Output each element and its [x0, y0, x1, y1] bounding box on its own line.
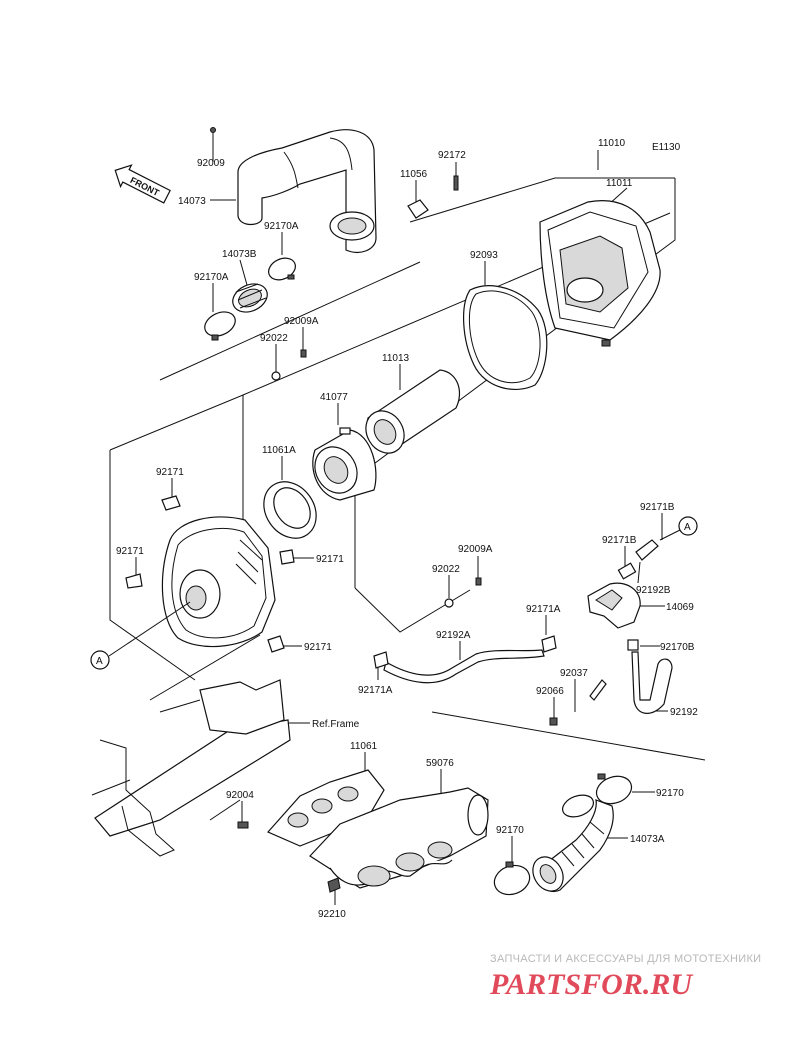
- label-92171-mid: 92171: [316, 554, 344, 565]
- coupler-14073b: [232, 283, 268, 313]
- label-14073b: 14073B: [222, 249, 257, 260]
- label-92172: 92172: [438, 150, 466, 161]
- part-labels: 11010 11011 92172 11056 92009 14073 9217…: [116, 138, 698, 920]
- watermark-brand: PARTSFOR.RU: [489, 968, 693, 1001]
- label-11010: 11010: [598, 138, 626, 149]
- bolt-92009: [210, 127, 216, 133]
- label-92170-lower: 92170: [496, 825, 524, 836]
- stud-92004: [237, 821, 249, 829]
- label-92170b: 92170B: [660, 642, 695, 653]
- bracket-11056: [407, 199, 429, 219]
- intake-duct-14073: [237, 129, 377, 253]
- clip-92171-mid: [279, 549, 295, 565]
- gasket-92093: [463, 285, 548, 390]
- seal-11061a: [263, 481, 317, 539]
- label-11061: 11061: [350, 741, 378, 752]
- air-cleaner-case-11011: [539, 200, 661, 347]
- filter-holder-41077: [312, 427, 377, 501]
- bolt-92172: [453, 175, 459, 191]
- washer-92022-lower: [444, 598, 454, 608]
- label-92192b: 92192B: [636, 585, 671, 596]
- clip-92170b: [627, 639, 639, 651]
- label-11013: 11013: [382, 353, 410, 364]
- front-arrow-icon: FRONT: [114, 164, 171, 204]
- clip-92171-bottom: [267, 635, 285, 653]
- label-92171b-right: 92171B: [640, 502, 675, 513]
- air-filter-11013: [365, 369, 461, 454]
- label-92171-bottom: 92171: [304, 642, 332, 653]
- bolt-92066: [549, 717, 558, 726]
- callout-a-left: [90, 650, 110, 670]
- breather-hose-92192b: [617, 539, 659, 580]
- label-14073: 14073: [178, 196, 206, 207]
- label-14069: 14069: [666, 602, 694, 613]
- clip-92171-left: [125, 573, 143, 589]
- watermark-brand-left: PARTS: [489, 968, 581, 1001]
- watermark-brand-mid: FOR: [580, 968, 643, 1001]
- air-cleaner-cover: [161, 516, 276, 648]
- label-11061a: 11061A: [262, 445, 296, 456]
- label-92066: 92066: [536, 686, 564, 697]
- label-59076: 59076: [426, 758, 454, 769]
- label-41077: 41077: [320, 392, 348, 403]
- frame-reference: [91, 679, 291, 857]
- hose-92192a: [383, 649, 545, 684]
- bolt-92009a-lower: [475, 577, 482, 586]
- washer-92022-upper: [271, 371, 281, 381]
- label-92171a-right: 92171A: [526, 604, 561, 615]
- watermark-brand-right: .RU: [643, 968, 694, 1001]
- label-92009a-lower: 92009A: [458, 544, 493, 555]
- label-92022-lower: 92022: [432, 564, 460, 575]
- label-92037: 92037: [560, 668, 588, 679]
- intake-manifold-59076: [309, 787, 489, 889]
- label-92093: 92093: [470, 250, 498, 261]
- nut-92210: [327, 877, 341, 893]
- pipe-92037: [589, 679, 607, 701]
- bolt-92009a-upper: [300, 349, 307, 358]
- clip-92171a-left: [373, 651, 389, 669]
- clamp-92170a-lower: [204, 311, 236, 341]
- label-92004: 92004: [226, 790, 254, 801]
- watermark: ЗАПЧАСТИ И АКСЕССУАРЫ ДЛЯ МОТОТЕХНИКИ PA…: [489, 953, 761, 1001]
- label-92022-upper: 92022: [260, 333, 288, 344]
- gasket-11061: [267, 769, 385, 847]
- label-92009a-upper: 92009A: [284, 316, 319, 327]
- breather-fitting-14069: [587, 582, 641, 629]
- duct-14073a: [532, 794, 614, 893]
- clip-92171-top: [161, 495, 181, 511]
- label-92192a: 92192A: [436, 630, 471, 641]
- label-92009: 92009: [197, 158, 225, 169]
- label-92170a-lower: 92170A: [194, 272, 229, 283]
- clamp-92170-upper: [595, 773, 633, 805]
- clamp-92170-lower: [493, 861, 531, 896]
- label-92170-upper: 92170: [656, 788, 684, 799]
- watermark-tagline: ЗАПЧАСТИ И АКСЕССУАРЫ ДЛЯ МОТОТЕХНИКИ: [490, 953, 761, 965]
- callout-a-right-label: A: [684, 522, 691, 533]
- label-11056: 11056: [400, 169, 428, 180]
- callout-a-left-label: A: [96, 656, 103, 667]
- ref-frame-label: Ref.Frame: [312, 719, 360, 730]
- label-92171-top: 92171: [156, 467, 184, 478]
- diagram-code: E1130: [652, 142, 681, 153]
- label-92170a-upper: 92170A: [264, 221, 299, 232]
- callout-a-right: [678, 516, 698, 536]
- label-92171b-left: 92171B: [602, 535, 637, 546]
- label-92210: 92210: [318, 909, 346, 920]
- hose-92192: [631, 651, 673, 714]
- label-92171a-left: 92171A: [358, 685, 393, 696]
- clamp-92170a-upper: [268, 257, 296, 281]
- clip-92171a-right: [541, 635, 557, 653]
- label-11011: 11011: [606, 178, 633, 189]
- label-92171-left: 92171: [116, 546, 144, 557]
- label-92192: 92192: [670, 707, 698, 718]
- label-14073a: 14073A: [630, 834, 665, 845]
